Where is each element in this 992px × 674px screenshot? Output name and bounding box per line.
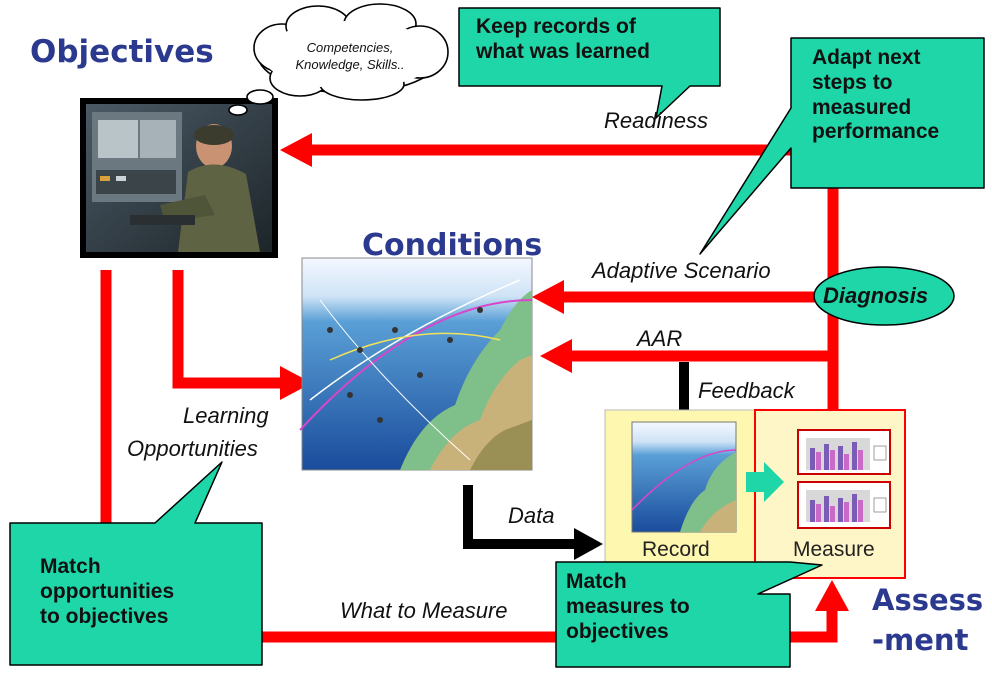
learning-opportunities-line [172,270,290,389]
callouts [9,7,985,668]
learning-opportunities-arrowhead [280,366,312,400]
readiness-arrowhead [280,133,312,167]
data-label: Data [508,503,555,528]
match-measures-text: Match measures to objectives [566,570,690,643]
what-to-measure-label: What to Measure [340,598,508,623]
what-to-measure-line [255,605,838,643]
aar-arrowhead [540,339,572,373]
red-arrowheads [280,133,849,611]
measure-chart-bottom [797,481,891,529]
black-flow-lines [463,362,689,560]
diagnosis-oval [813,266,955,326]
diagnosis-label: Diagnosis [823,283,929,308]
aar-label: AAR [637,326,683,351]
feedback-label: Feedback [698,378,795,403]
adaptive-scenario-label: Adaptive Scenario [592,258,771,283]
objectives-title: Objectives [30,34,214,70]
adapt-next-text: Adapt next steps to measured performance [812,46,940,144]
measure-label: Measure [793,538,875,561]
learning-opportunities-label-line2: Opportunities [127,436,258,461]
assessment-boxes [604,409,906,579]
match-opportunities-text: Match opportunities to objectives [40,555,175,628]
conditions-map [299,257,533,471]
assessment-title-line2: -ment [872,623,969,657]
measure-chart-top [797,429,891,475]
conditions-title: Conditions [362,228,543,263]
learning-opportunities-label-line1: Learning [183,403,269,428]
what-to-measure-arrowhead [815,580,849,611]
assessment-title-line1: Assess [872,583,984,617]
record-thumbnail-map [631,421,737,533]
readiness-label: Readiness [604,108,708,133]
data-line [463,485,578,549]
keep-records-callout [458,7,721,119]
keep-records-text: Keep records of what was learned [476,15,650,63]
adaptive-scenario-arrowhead [532,280,564,314]
record-to-measure-arrow [746,462,784,502]
cloud-text: Competencies, Knowledge, Skills.. [295,40,405,72]
thought-cloud-core [262,21,438,89]
data-arrowhead [574,528,603,560]
match-opportunities-callout [9,461,263,666]
objectives-photo [80,98,278,258]
record-label: Record [642,538,710,561]
red-flow-lines [100,144,839,643]
match-measures-callout [555,561,823,668]
adapt-next-callout [699,37,985,255]
